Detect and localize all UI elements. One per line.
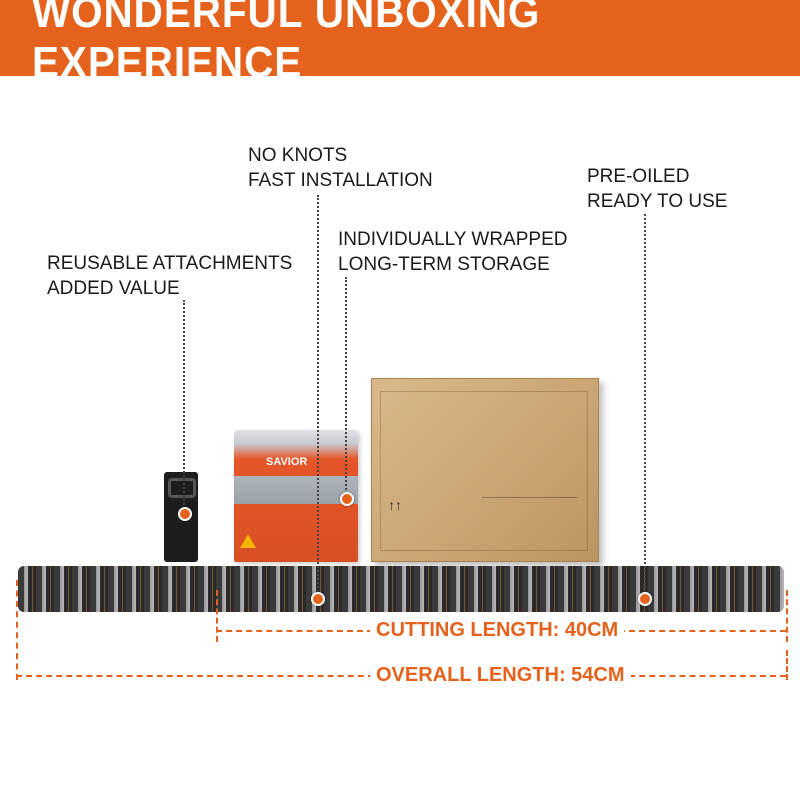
label-no-knots: NO KNOTS FAST INSTALLATION <box>248 143 433 193</box>
label-pre-oiled-line1: PRE-OILED <box>587 166 690 187</box>
overall-length-label: OVERALL LENGTH: 54CM <box>370 664 631 687</box>
strap-ring-icon <box>168 478 196 498</box>
cardboard-box: ↑↑ <box>371 378 599 562</box>
cutting-length-label: CUTTING LENGTH: 40CM <box>370 619 625 642</box>
label-reusable-attachments: REUSABLE ATTACHMENTS ADDED VALUE <box>47 251 292 301</box>
label-no-knots-line1: NO KNOTS <box>248 145 348 166</box>
warning-triangle-icon <box>240 534 256 548</box>
chainsaw-chain-bottom <box>18 586 784 612</box>
marker-dot-wrapped <box>340 492 354 506</box>
marker-dot-attachments <box>178 507 192 521</box>
overall-length-cap-left <box>16 580 18 680</box>
marker-dot-no-knots <box>311 592 325 606</box>
leader-line-no-knots <box>317 195 319 595</box>
pouch-band <box>234 476 358 504</box>
label-pre-oiled-line2: READY TO USE <box>587 191 728 212</box>
label-attachments-line1: REUSABLE ATTACHMENTS <box>47 253 293 274</box>
label-pre-oiled: PRE-OILED READY TO USE <box>587 164 727 214</box>
box-flap <box>380 391 588 551</box>
leader-line-wrapped <box>345 277 347 497</box>
label-wrapped-line1: INDIVIDUALLY WRAPPED <box>338 229 568 250</box>
leader-line-pre-oiled <box>644 214 646 596</box>
box-recycling-print <box>482 497 578 532</box>
label-individually-wrapped: INDIVIDUALLY WRAPPED LONG-TERM STORAGE <box>338 227 567 277</box>
label-attachments-line2: ADDED VALUE <box>47 278 180 299</box>
this-side-up-icon: ↑↑ <box>388 497 402 513</box>
cutting-length-cap-left <box>216 590 218 642</box>
leader-line-attachments <box>183 300 185 512</box>
wrapped-pouch: SAVIOR <box>234 430 358 562</box>
label-no-knots-line2: FAST INSTALLATION <box>248 170 433 191</box>
marker-dot-pre-oiled <box>638 592 652 606</box>
pouch-brand-logo: SAVIOR <box>266 456 308 468</box>
cutting-length-cap-right <box>786 590 788 642</box>
overall-length-cap-right <box>786 650 788 680</box>
header-banner: WONDERFUL UNBOXING EXPERIENCE <box>0 0 800 87</box>
banner-title: WONDERFUL UNBOXING EXPERIENCE <box>32 0 541 87</box>
label-wrapped-line2: LONG-TERM STORAGE <box>338 254 550 275</box>
